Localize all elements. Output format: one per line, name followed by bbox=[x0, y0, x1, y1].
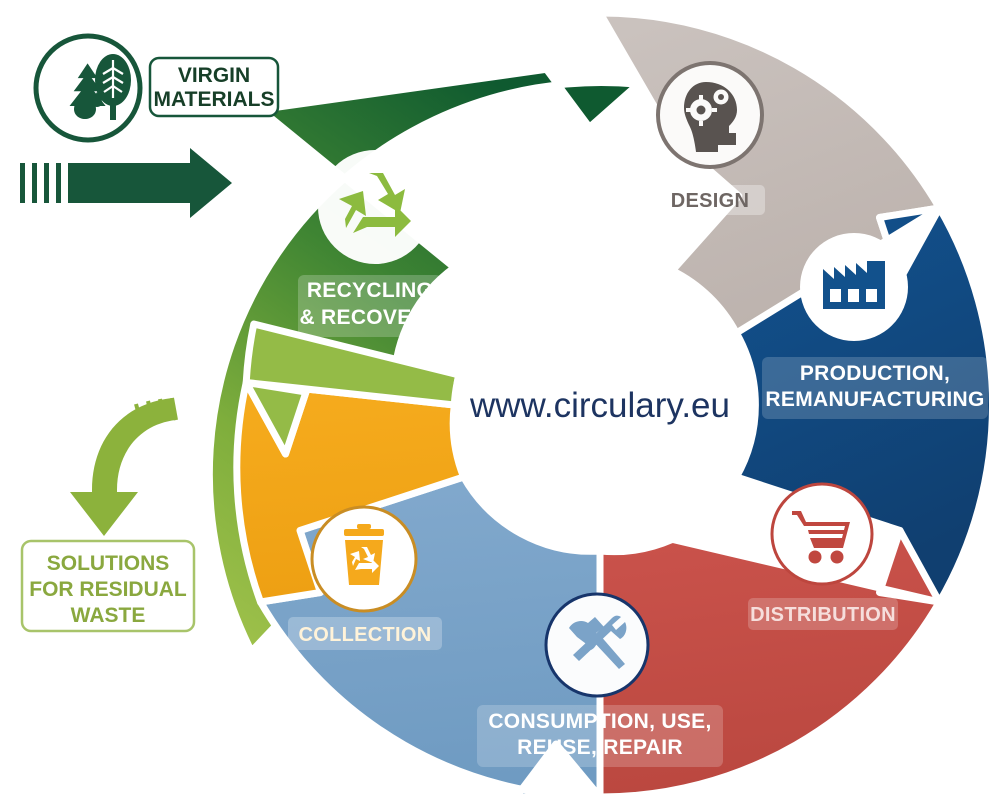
label-bg-design bbox=[655, 185, 765, 215]
center-url-text[interactable]: www.circulary.eu bbox=[469, 386, 730, 425]
label-bg-consumption bbox=[477, 705, 723, 767]
icon-badge-design[interactable]: DESIGN bbox=[655, 61, 765, 215]
label-bg-distribution bbox=[748, 598, 898, 630]
segment-label-consumption-line1: CONSUMPTION, USE, bbox=[488, 710, 711, 733]
icon-badge-consumption[interactable]: CONSUMPTION, USE, REUSE, REPAIR bbox=[477, 592, 723, 767]
segment-production[interactable] bbox=[732, 204, 996, 606]
virgin-materials-label-line2: MATERIALS bbox=[154, 88, 275, 111]
solutions-waste-box bbox=[20, 539, 196, 633]
segment-label-recycling-line2: & RECOVERY bbox=[299, 306, 440, 329]
output-flow-group[interactable]: SOLUTIONS FOR RESIDUAL WASTE bbox=[20, 397, 196, 633]
label-bg-collection bbox=[288, 617, 442, 650]
segment-label-recycling-line1: RECYCLING bbox=[307, 279, 433, 302]
segment-label-distribution: DISTRIBUTION bbox=[750, 604, 896, 626]
segment-distribution[interactable] bbox=[512, 527, 943, 801]
virgin-materials-label-line1: VIRGIN bbox=[178, 64, 250, 87]
input-arrow bbox=[20, 148, 232, 218]
recycling-bin-icon bbox=[344, 524, 384, 585]
icon-badge-production[interactable]: PRODUCTION, REMANUFACTURING bbox=[762, 233, 988, 419]
solutions-waste-label-line3: WASTE bbox=[71, 604, 146, 627]
hammer-wrench-icon bbox=[569, 615, 627, 669]
recycling-arrows-icon bbox=[339, 173, 411, 237]
shopping-cart-icon bbox=[792, 511, 850, 564]
factory-icon bbox=[823, 261, 885, 309]
segment-label-production-line2: REMANUFACTURING bbox=[765, 388, 984, 411]
segment-label-design: DESIGN bbox=[671, 190, 749, 212]
icon-badge-recycling[interactable]: RECYCLING & RECOVERY bbox=[298, 150, 442, 337]
solutions-waste-label-line1: SOLUTIONS bbox=[47, 552, 170, 575]
label-bg-recycling bbox=[298, 275, 442, 337]
nature-resources-icon bbox=[69, 54, 131, 120]
icon-badge-collection[interactable]: COLLECTION bbox=[288, 505, 442, 650]
segment-label-production-line1: PRODUCTION, bbox=[800, 362, 950, 385]
virgin-materials-box bbox=[148, 56, 280, 118]
segment-label-consumption-line2: REUSE, REPAIR bbox=[517, 736, 683, 759]
output-curved-arrow bbox=[70, 397, 178, 536]
center-hub bbox=[452, 257, 748, 553]
nature-resources-icon-ring bbox=[33, 33, 143, 143]
label-bg-production bbox=[762, 357, 988, 419]
solutions-waste-label-line2: FOR RESIDUAL bbox=[29, 578, 187, 601]
segment-label-collection: COLLECTION bbox=[299, 624, 432, 646]
icon-badge-distribution[interactable]: DISTRIBUTION bbox=[748, 482, 898, 630]
input-flow-group[interactable]: VIRGIN MATERIALS bbox=[20, 33, 280, 218]
head-with-gears-icon bbox=[684, 82, 737, 152]
